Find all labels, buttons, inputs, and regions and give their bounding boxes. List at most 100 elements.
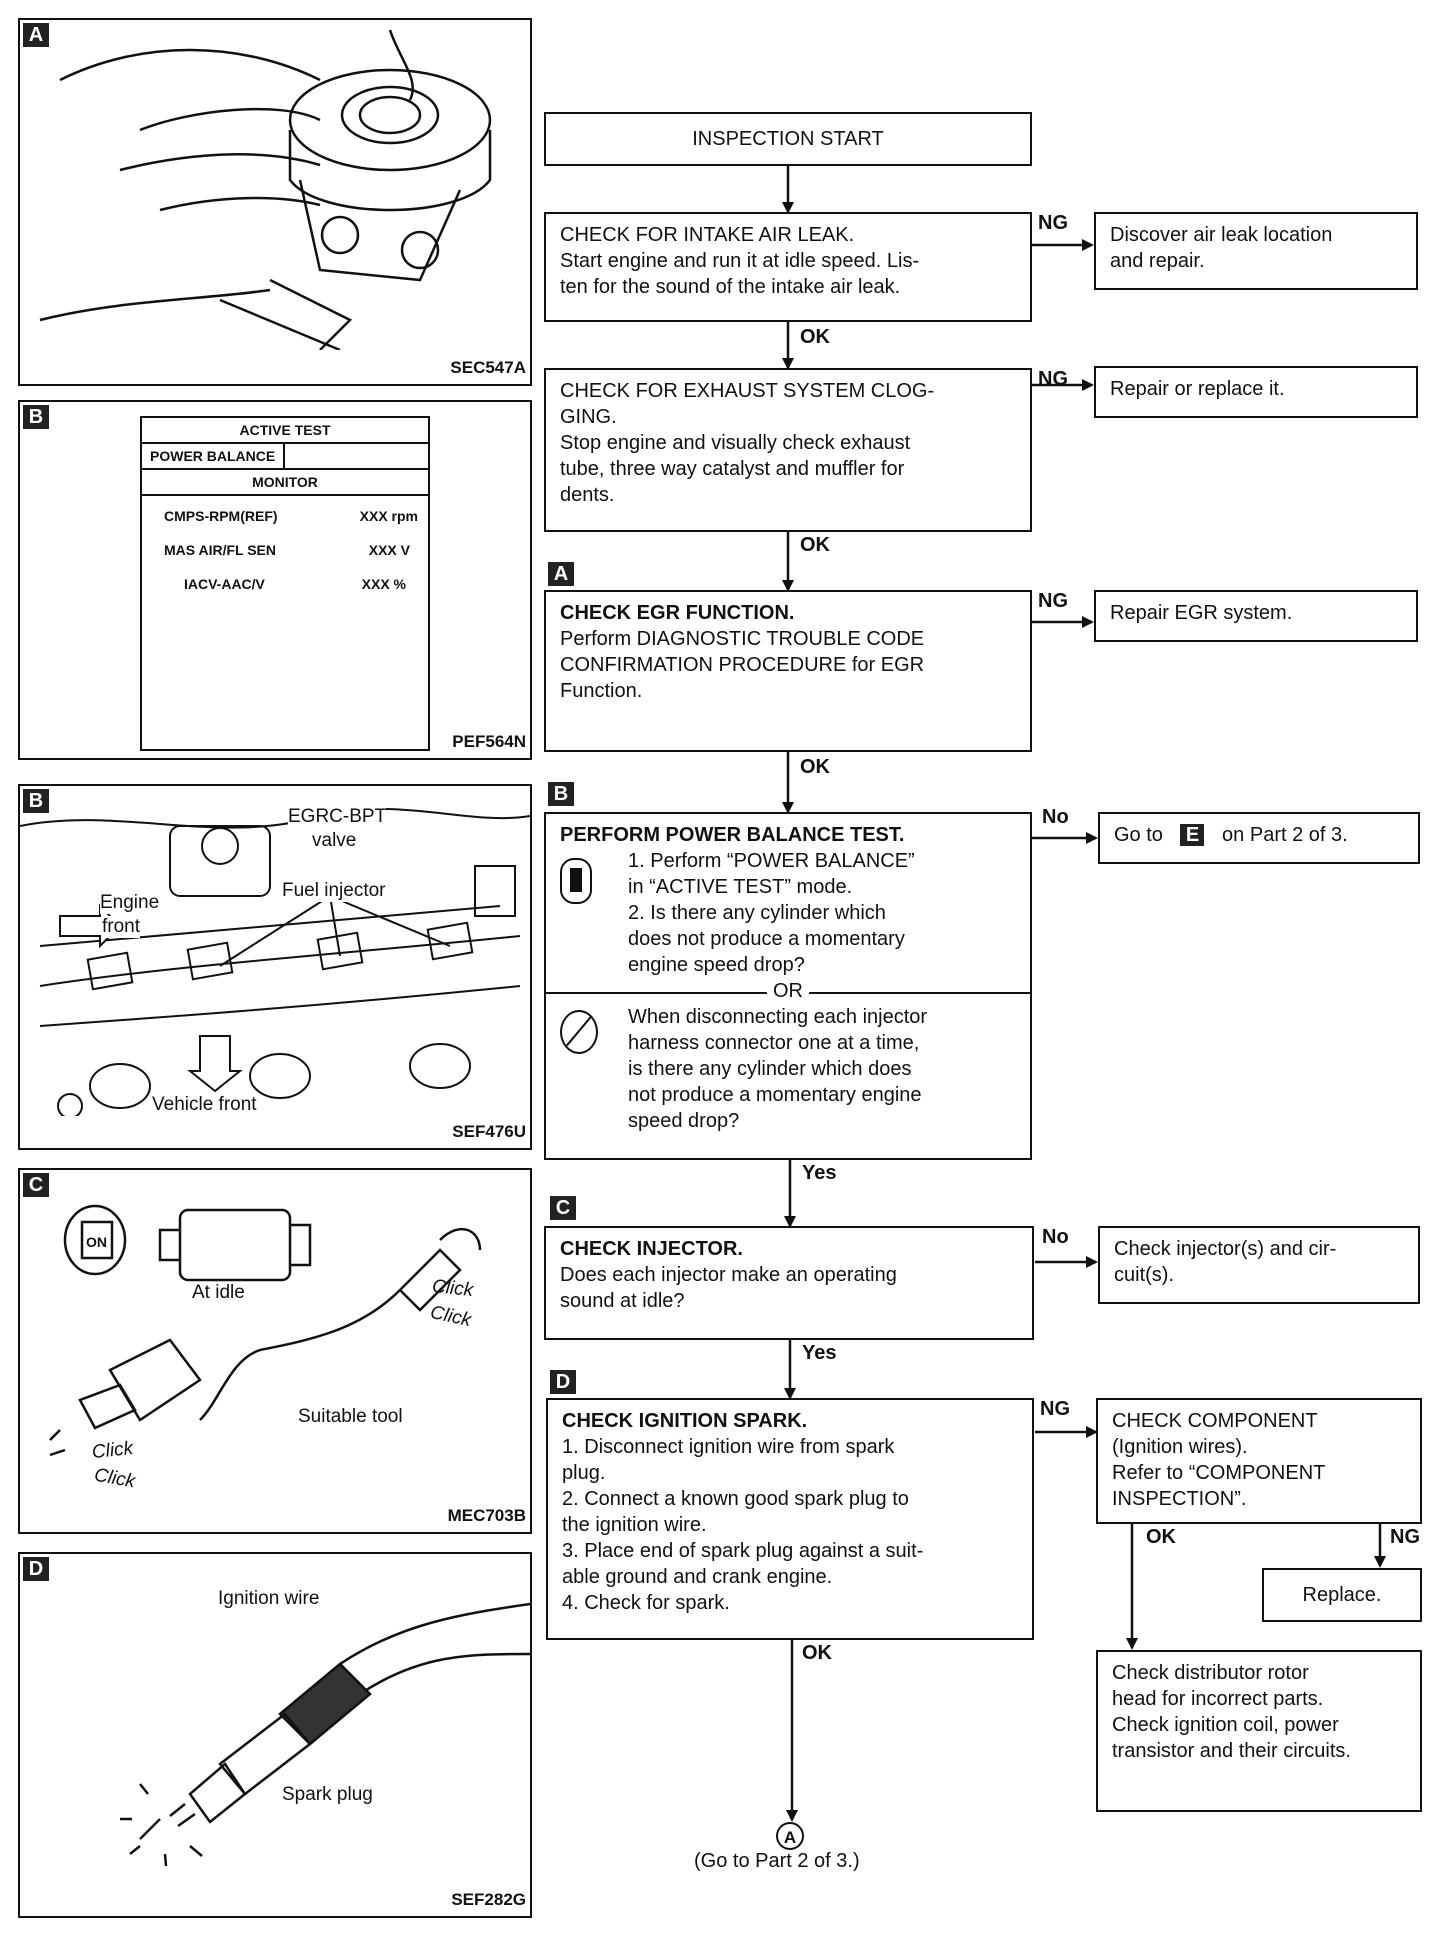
step-title: CHECK EGR FUNCTION.: [560, 602, 795, 624]
section-tag-a: A: [548, 562, 574, 586]
step-title: CHECK FOR EXHAUST SYSTEM CLOG- GING.: [560, 380, 935, 428]
check-intake-air-leak-box: CHECK FOR INTAKE AIR LEAK. Start engine …: [544, 212, 1032, 322]
edge-label-ng: NG: [1038, 368, 1068, 390]
edge-label-ng: NG: [1038, 212, 1068, 234]
label-fuel-injector: Fuel injector: [282, 880, 386, 902]
panel-d-spark-plug: D Ignition wire Spark plug SEF282G: [18, 1552, 532, 1918]
section-tag-d: D: [550, 1370, 576, 1394]
check-distributor-box: Check distributor rotor head for incorre…: [1096, 1650, 1422, 1812]
step-body: Does each injector make an operating sou…: [560, 1264, 897, 1312]
monitor-item-value: XXX V: [368, 542, 410, 558]
go-to-e-box: Go to E on Part 2 of 3.: [1098, 812, 1420, 864]
monitor-row: IACV-AAC/V XXX %: [142, 558, 428, 592]
label-ignition-wire: Ignition wire: [218, 1588, 320, 1609]
monitor-item-name: IACV-AAC/V: [184, 576, 265, 592]
result-text: CHECK COMPONENT (Ignition wires). Refer …: [1112, 1410, 1326, 1510]
panel-code: MEC703B: [447, 1506, 526, 1525]
result-text: Repair EGR system.: [1110, 602, 1293, 624]
air-leak-repair-box: Discover air leak location and repair.: [1094, 212, 1418, 290]
monitor-item-name: MAS AIR/FL SEN: [164, 542, 277, 558]
repair-egr-box: Repair EGR system.: [1094, 590, 1418, 642]
panel-c-injector-sound: C ON At idle Suitable tool Click Click C…: [18, 1168, 532, 1534]
edge-label-ng: NG: [1038, 590, 1068, 612]
step-body: Perform DIAGNOSTIC TROUBLE CODE CONFIRMA…: [560, 628, 925, 702]
panel-code: SEC547A: [450, 358, 526, 377]
edge-label-ng: NG: [1040, 1398, 1070, 1420]
check-egr-function-box: CHECK EGR FUNCTION. Perform DIAGNOSTIC T…: [544, 590, 1032, 752]
spark-plug-drawing: [120, 1602, 530, 1867]
replace-box: Replace.: [1262, 1568, 1422, 1622]
edge-label-ok: OK: [800, 756, 830, 778]
label-at-idle: At idle: [192, 1282, 245, 1303]
monitor-row: CMPS-RPM(REF) XXX rpm: [142, 496, 428, 524]
step-body: Start engine and run it at idle speed. L…: [560, 250, 920, 298]
label-suitable-tool: Suitable tool: [298, 1406, 403, 1427]
panel-tag: B: [23, 789, 49, 813]
label-valve: valve: [312, 830, 357, 852]
monitor-item-value: XXX rpm: [359, 508, 418, 524]
result-text: Check injector(s) and cir- cuit(s).: [1114, 1238, 1337, 1286]
edge-label-ok: OK: [800, 326, 830, 348]
panel-tag: A: [23, 23, 49, 47]
panel-tag: B: [23, 405, 49, 429]
inspection-start-box: INSPECTION START: [544, 112, 1032, 166]
power-balance-step-1: 1. Perform “POWER BALANCE” in “ACTIVE TE…: [628, 850, 915, 898]
edge-label-yes: Yes: [802, 1342, 837, 1364]
panel-code: SEF282G: [451, 1890, 526, 1909]
edge-label-no: No: [1042, 1226, 1069, 1248]
step-body: Stop engine and visually check exhaust t…: [560, 432, 911, 506]
label-engine: Engine: [100, 892, 160, 914]
label-egrc-bpt: EGRC-BPT: [288, 806, 387, 828]
result-text: Replace.: [1302, 1584, 1382, 1606]
label-spark-plug: Spark plug: [282, 1784, 373, 1805]
step-title: CHECK IGNITION SPARK.: [562, 1410, 808, 1432]
monitor-item-name: CMPS-RPM(REF): [164, 508, 278, 524]
label-vehicle-front: Vehicle front: [152, 1094, 257, 1116]
consult-monitor-screen: ACTIVE TEST POWER BALANCE MONITOR CMPS-R…: [140, 416, 430, 751]
alternative-injector-check: When disconnecting each injector harness…: [628, 1006, 928, 1132]
goto-tag: E: [1180, 824, 1205, 846]
edge-label-ok: OK: [802, 1642, 832, 1664]
power-balance-test-box: PERFORM POWER BALANCE TEST. 1. Perform “…: [544, 812, 1032, 1160]
check-ignition-spark-box: CHECK IGNITION SPARK. 1. Disconnect igni…: [546, 1398, 1034, 1640]
edge-label-ng: NG: [1390, 1526, 1420, 1548]
power-balance-step-2: 2. Is there any cylinder which does not …: [628, 902, 905, 976]
goto-prefix: Go to: [1114, 824, 1163, 846]
injector-stethoscope-drawing: [49, 1204, 482, 1457]
check-exhaust-clogging-box: CHECK FOR EXHAUST SYSTEM CLOG- GING. Sto…: [544, 368, 1032, 532]
section-tag-c: C: [550, 1196, 576, 1220]
panel-b-monitor: B ACTIVE TEST POWER BALANCE MONITOR CMPS…: [18, 400, 532, 760]
on-switch-label: ON: [86, 1234, 107, 1250]
edge-label-no: No: [1042, 806, 1069, 828]
step-title: PERFORM POWER BALANCE TEST.: [560, 824, 905, 846]
check-injector-box: CHECK INJECTOR. Does each injector make …: [544, 1226, 1034, 1340]
step-title: CHECK FOR INTAKE AIR LEAK.: [560, 224, 855, 246]
panel-code: SEF476U: [452, 1122, 526, 1141]
panel-tag: D: [23, 1557, 49, 1581]
step-body: 1. Disconnect ignition wire from spark p…: [562, 1436, 924, 1614]
panel-code: PEF564N: [452, 732, 526, 751]
monitor-row: MAS AIR/FL SEN XXX V: [142, 524, 428, 558]
no-tool-icon: [560, 1010, 598, 1054]
section-tag-b: B: [548, 782, 574, 806]
repair-or-replace-box: Repair or replace it.: [1094, 366, 1418, 418]
panel-b-engine-bay: B EGRC-BPT valve Fuel injector Engine fr…: [18, 784, 532, 1150]
or-separator: OR: [546, 978, 1030, 1004]
monitor-item-value: XXX %: [361, 576, 406, 592]
step-title: CHECK INJECTOR.: [560, 1238, 743, 1260]
panel-tag: C: [23, 1173, 49, 1197]
result-text: Repair or replace it.: [1110, 378, 1285, 400]
result-text: Check distributor rotor head for incorre…: [1112, 1662, 1351, 1762]
connector-a-marker: A: [776, 1822, 804, 1850]
active-test-header: ACTIVE TEST: [142, 418, 428, 444]
edge-label-ok: OK: [800, 534, 830, 556]
edge-label-yes: Yes: [802, 1162, 837, 1184]
edge-label-ok: OK: [1146, 1526, 1176, 1548]
egr-valve-drawing: [39, 29, 492, 350]
check-component-box: CHECK COMPONENT (Ignition wires). Refer …: [1096, 1398, 1422, 1524]
inspection-start-text: INSPECTION START: [692, 128, 884, 150]
label-front: front: [102, 916, 141, 938]
consult-tool-icon: [560, 858, 592, 904]
check-injector-circuit-box: Check injector(s) and cir- cuit(s).: [1098, 1226, 1420, 1304]
